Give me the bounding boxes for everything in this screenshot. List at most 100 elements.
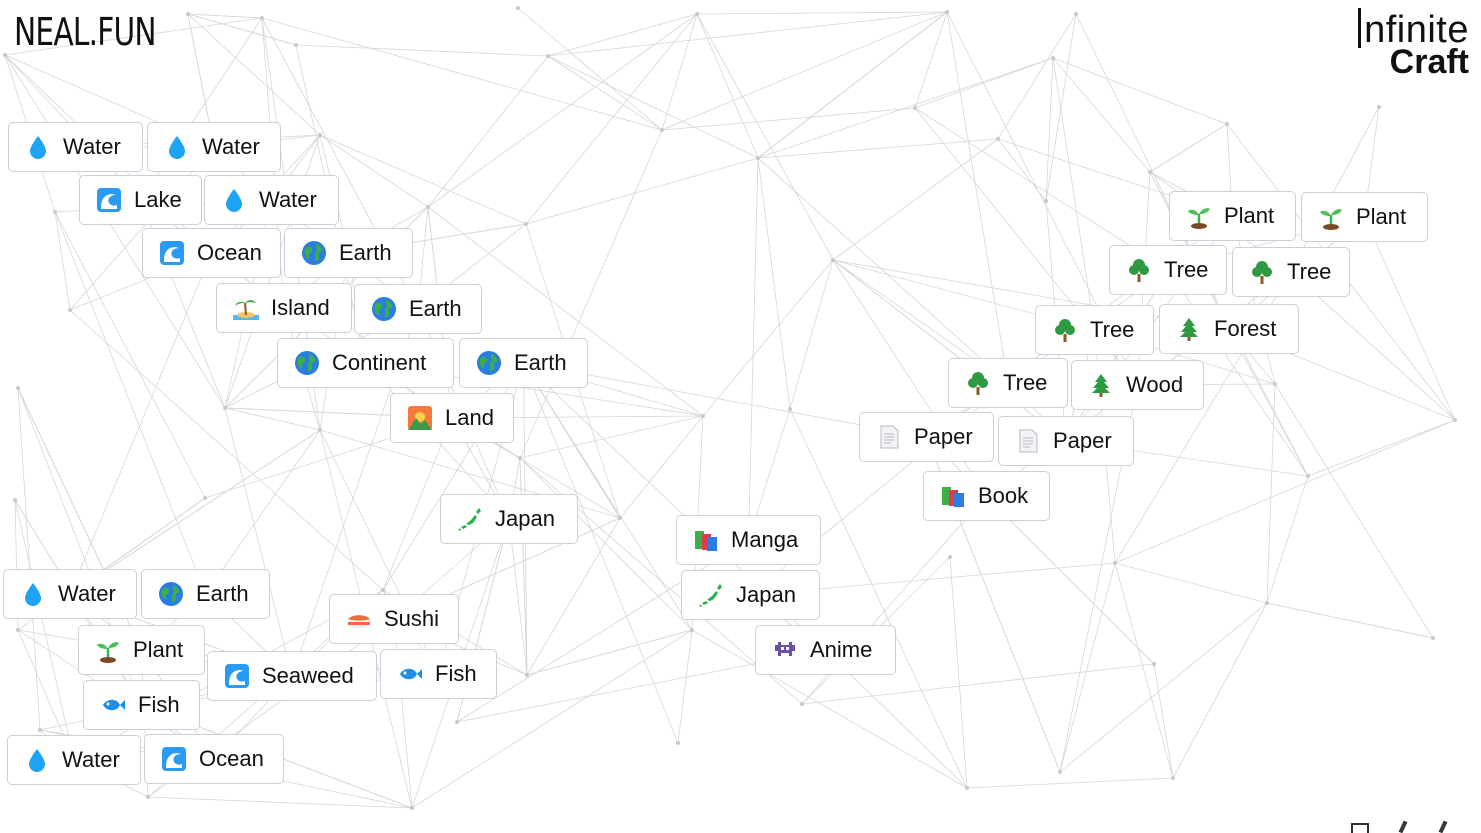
item-label: Anime bbox=[810, 637, 873, 662]
craft-item-anime[interactable]: Anime bbox=[755, 625, 896, 675]
connection-line bbox=[4, 54, 226, 409]
evergreen-icon bbox=[1088, 372, 1114, 398]
connection-line bbox=[757, 157, 791, 410]
craft-item-continent[interactable]: Continent bbox=[277, 338, 454, 388]
craft-item-fish[interactable]: Fish bbox=[380, 649, 497, 699]
connection-line bbox=[1059, 602, 1268, 773]
craft-item-plant[interactable]: Plant bbox=[78, 625, 205, 675]
craft-item-paper[interactable]: Paper bbox=[859, 412, 994, 462]
craft-item-water[interactable]: Water bbox=[204, 175, 339, 225]
craft-item-plant[interactable]: Plant bbox=[1169, 191, 1296, 241]
craft-item-book[interactable]: Book bbox=[923, 471, 1050, 521]
connection-line bbox=[187, 13, 263, 19]
item-label: Water bbox=[62, 747, 120, 772]
item-label: Earth bbox=[409, 296, 462, 321]
delete-icon[interactable] bbox=[1351, 823, 1369, 833]
item-label: Tree bbox=[1287, 259, 1332, 284]
background-dot bbox=[690, 628, 694, 632]
background-dot bbox=[1148, 170, 1152, 174]
background-dot bbox=[455, 720, 459, 724]
connection-line bbox=[523, 362, 679, 744]
connection-line bbox=[1266, 602, 1434, 639]
background-dot bbox=[996, 137, 1000, 141]
connection-line bbox=[1114, 562, 1174, 779]
background-dot bbox=[524, 222, 528, 226]
background-dot bbox=[948, 555, 952, 559]
background-dot bbox=[965, 786, 969, 790]
craft-item-water[interactable]: Water bbox=[8, 122, 143, 172]
item-label: Japan bbox=[736, 582, 796, 607]
item-label: Manga bbox=[731, 527, 799, 552]
connection-line bbox=[69, 429, 321, 595]
connection-line bbox=[54, 211, 71, 311]
craft-item-paper[interactable]: Paper bbox=[998, 416, 1134, 466]
connection-line bbox=[411, 629, 693, 809]
item-label: Japan bbox=[495, 506, 555, 531]
background-dot bbox=[695, 12, 699, 16]
connection-line bbox=[789, 408, 968, 789]
craft-item-tree[interactable]: Tree bbox=[1035, 305, 1154, 355]
craft-item-earth[interactable]: Earth bbox=[141, 569, 270, 619]
craft-item-ocean[interactable]: Ocean bbox=[144, 734, 284, 784]
connection-line bbox=[1059, 562, 1116, 773]
item-label: Lake bbox=[134, 187, 182, 212]
craft-item-tree[interactable]: Tree bbox=[1232, 247, 1350, 297]
background-dot bbox=[676, 741, 680, 745]
neal-fun-logo[interactable]: NEAL.FUN bbox=[14, 10, 157, 54]
craft-item-sushi[interactable]: Sushi bbox=[329, 594, 459, 644]
books-icon bbox=[940, 483, 966, 509]
connection-line bbox=[757, 138, 999, 159]
connection-line bbox=[224, 407, 293, 677]
connection-line bbox=[205, 429, 321, 595]
craft-item-manga[interactable]: Manga bbox=[676, 515, 821, 565]
craft-item-japan[interactable]: Japan bbox=[440, 494, 578, 544]
bottom-toolbar-icons[interactable] bbox=[1341, 820, 1461, 833]
background-dot bbox=[38, 728, 42, 732]
connection-line bbox=[1045, 57, 1054, 202]
craft-item-tree[interactable]: Tree bbox=[1109, 245, 1227, 295]
craft-item-plant[interactable]: Plant bbox=[1301, 192, 1428, 242]
craft-item-water[interactable]: Water bbox=[7, 735, 141, 785]
connection-line bbox=[523, 362, 693, 631]
connection-line bbox=[1364, 216, 1456, 421]
item-label: Paper bbox=[1053, 428, 1112, 453]
brush-icon[interactable] bbox=[1398, 820, 1408, 833]
craft-item-earth[interactable]: Earth bbox=[459, 338, 588, 388]
craft-item-water[interactable]: Water bbox=[147, 122, 281, 172]
connection-line bbox=[696, 13, 759, 159]
sound-icon[interactable] bbox=[1438, 820, 1448, 833]
craft-item-lake[interactable]: Lake bbox=[79, 175, 202, 225]
connection-line bbox=[1114, 562, 1268, 604]
craft-item-island[interactable]: Island bbox=[216, 283, 352, 333]
connection-line bbox=[1153, 663, 1174, 779]
background-dot bbox=[3, 53, 7, 57]
background-dot bbox=[1306, 474, 1310, 478]
craft-item-earth[interactable]: Earth bbox=[354, 284, 482, 334]
item-label: Water bbox=[63, 134, 121, 159]
craft-item-land[interactable]: Land bbox=[390, 393, 514, 443]
item-label: Water bbox=[259, 187, 317, 212]
connection-line bbox=[54, 211, 206, 499]
craft-item-wood[interactable]: Wood bbox=[1071, 360, 1204, 410]
item-label: Island bbox=[271, 295, 330, 320]
evergreen-icon bbox=[1176, 316, 1202, 342]
connection-line bbox=[1266, 383, 1276, 604]
item-label: Wood bbox=[1126, 372, 1184, 397]
background-dot bbox=[618, 516, 622, 520]
craft-item-tree[interactable]: Tree bbox=[948, 358, 1068, 408]
connection-line bbox=[832, 138, 999, 261]
craft-item-forest[interactable]: Forest bbox=[1159, 304, 1299, 354]
craft-item-japan[interactable]: Japan bbox=[681, 570, 820, 620]
background-dot bbox=[516, 6, 520, 10]
item-label: Book bbox=[978, 483, 1029, 508]
craft-item-seaweed[interactable]: Seaweed bbox=[207, 651, 377, 701]
craft-item-water[interactable]: Water bbox=[3, 569, 137, 619]
connection-line bbox=[619, 415, 704, 519]
craft-item-fish[interactable]: Fish bbox=[83, 680, 200, 730]
craft-item-ocean[interactable]: Ocean bbox=[142, 228, 281, 278]
background-dot bbox=[1453, 418, 1457, 422]
background-dot bbox=[1058, 770, 1062, 774]
item-label: Land bbox=[445, 405, 494, 430]
item-label: Tree bbox=[1164, 257, 1209, 282]
craft-item-earth[interactable]: Earth bbox=[284, 228, 413, 278]
